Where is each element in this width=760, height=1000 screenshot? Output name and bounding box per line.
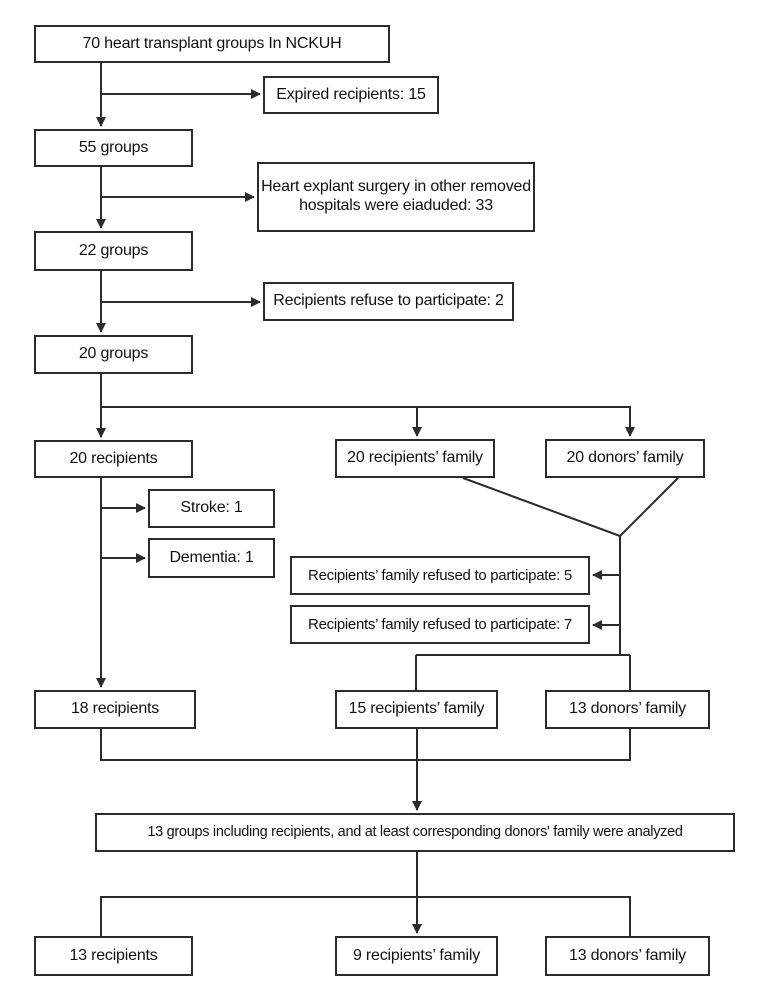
node-refuse-participate: Recipients refuse to participate: 2 xyxy=(263,282,514,321)
node-20-recipients-family: 20 recipients’ family xyxy=(335,439,495,478)
node-20-recipients: 20 recipients xyxy=(34,440,193,478)
node-expired-recipients: Expired recipients: 15 xyxy=(263,76,439,114)
node-explant-excluded: Heart explant surgery in other removed h… xyxy=(257,162,535,232)
node-22-groups: 22 groups xyxy=(34,231,193,271)
node-analyzed-groups: 13 groups including recipients, and at l… xyxy=(95,813,735,852)
node-stroke: Stroke: 1 xyxy=(148,489,275,528)
node-family-refused-5: Recipients’ family refused to participat… xyxy=(290,556,590,595)
node-13-recipients: 13 recipients xyxy=(34,936,193,976)
node-total-groups: 70 heart transplant groups In NCKUH xyxy=(34,25,390,63)
node-20-donors-family: 20 donors’ family xyxy=(545,439,705,478)
node-13-donors-family: 13 donors’ family xyxy=(545,690,710,729)
node-55-groups: 55 groups xyxy=(34,129,193,167)
node-family-refused-7: Recipients’ family refused to participat… xyxy=(290,605,590,644)
node-18-recipients: 18 recipients xyxy=(34,690,196,729)
node-15-recipients-family: 15 recipients’ family xyxy=(335,690,498,729)
node-20-groups: 20 groups xyxy=(34,335,193,374)
node-dementia: Dementia: 1 xyxy=(148,538,275,578)
node-9-recipients-family: 9 recipients’ family xyxy=(335,936,498,976)
node-13-donors-family-final: 13 donors’ family xyxy=(545,936,710,976)
